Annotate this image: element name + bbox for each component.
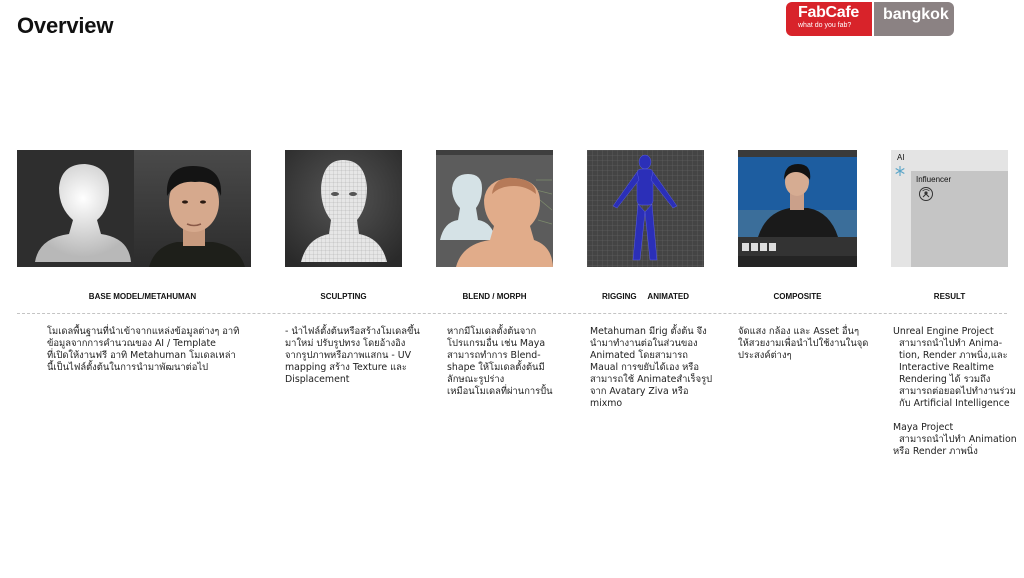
label-blend-morph: BLEND / MORPH xyxy=(462,292,527,301)
label-rigging-animated: RIGGING ANIMATED xyxy=(601,292,690,301)
label-sculpting: SCULPTING xyxy=(320,292,367,301)
desc-blend-morph: หากมีโมเดลตั้งต้นจาก โปรแกรมอื่น เช่น Ma… xyxy=(447,326,553,397)
result-influencer-label: Influencer xyxy=(916,175,952,184)
base-model-image xyxy=(17,150,251,267)
desc-rigging-animated: Metahuman มีrig ตั้งต้น จึง นำมาทำงานต่อ… xyxy=(590,326,713,409)
logo-city: bangkok xyxy=(874,2,954,36)
influencer-panel xyxy=(911,171,1008,267)
rigging-svg xyxy=(587,150,704,267)
sculpting-svg xyxy=(285,150,402,267)
desc-base-model: โมเดลพื้นฐานที่นำเข้าจากแหล่งข้อมูลต่างๆ… xyxy=(47,326,240,373)
blend-morph-image xyxy=(436,150,553,267)
result-image: AI Influencer xyxy=(891,150,1008,267)
label-result: RESULT xyxy=(933,292,966,301)
dashed-divider xyxy=(17,313,1007,314)
fabcafe-logo: FabCafe what do you fab? bangkok xyxy=(786,2,954,36)
label-composite: COMPOSITE xyxy=(773,292,822,301)
result-ai-label: AI xyxy=(897,153,905,162)
desc-composite: จัดแสง กล้อง และ Asset อื่นๆ ให้สวยงามเพ… xyxy=(738,326,869,361)
broadcast-icon xyxy=(919,187,933,201)
page-title: Overview xyxy=(17,13,114,38)
composite-svg xyxy=(738,150,857,267)
desc-sculpting: - นำไฟล์ตั้งต้นหรือสร้างโมเดลขึ้น มาใหม่… xyxy=(285,326,420,385)
snowflake-icon xyxy=(895,166,905,176)
logo-red-block: FabCafe what do you fab? xyxy=(786,2,872,36)
label-base-model: BASE MODEL/METAHUMAN xyxy=(88,292,197,301)
desc-result: Unreal Engine Project สามารถนำไปทำ Anima… xyxy=(893,326,1017,457)
sculpting-image xyxy=(285,150,402,267)
blend-morph-svg xyxy=(436,150,553,267)
logo-brand: FabCafe xyxy=(798,4,860,21)
base-model-svg xyxy=(17,150,251,267)
rigging-image xyxy=(587,150,704,267)
logo-tagline: what do you fab? xyxy=(798,22,852,29)
composite-image xyxy=(738,150,857,267)
